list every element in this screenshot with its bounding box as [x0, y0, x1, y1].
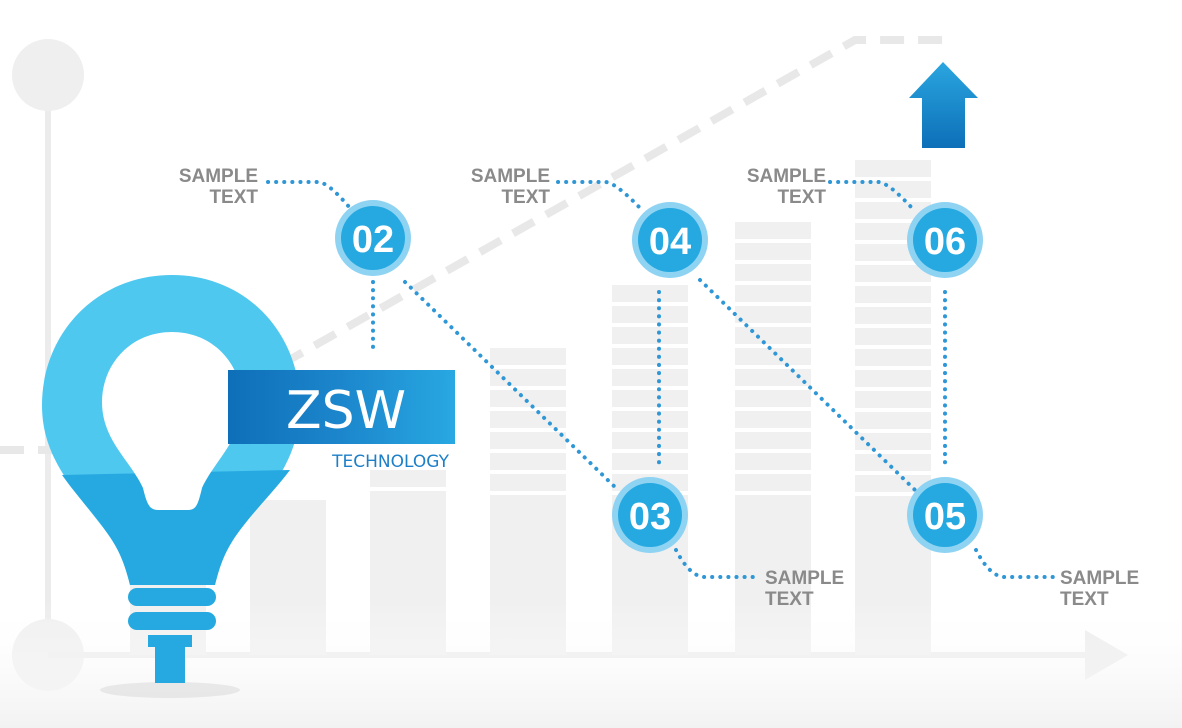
light-bulb-icon	[42, 275, 300, 698]
step-label-04: SAMPLE TEXT	[471, 166, 551, 208]
step-badge-04: 04	[632, 202, 708, 278]
svg-text:03: 03	[629, 496, 671, 538]
svg-text:TEXT: TEXT	[777, 187, 826, 208]
svg-text:TEXT: TEXT	[765, 589, 814, 610]
step-badge-06: 06	[907, 202, 983, 278]
svg-text:SAMPLE: SAMPLE	[1060, 568, 1139, 589]
brand-tagline: TECHNOLOGY	[331, 452, 449, 472]
up-arrow-icon	[909, 62, 978, 148]
svg-text:SAMPLE: SAMPLE	[471, 166, 550, 187]
step-label-03: SAMPLE TEXT	[765, 568, 844, 610]
step-label-05: SAMPLE TEXT	[1060, 568, 1139, 610]
svg-text:02: 02	[352, 219, 394, 261]
bar-column	[612, 285, 688, 655]
svg-text:SAMPLE: SAMPLE	[179, 166, 258, 187]
svg-text:TEXT: TEXT	[501, 187, 550, 208]
svg-text:TEXT: TEXT	[1060, 589, 1109, 610]
svg-text:SAMPLE: SAMPLE	[765, 568, 844, 589]
brand-logo: ZSW TECHNOLOGY	[228, 370, 455, 472]
svg-text:05: 05	[924, 496, 966, 538]
connectors	[266, 180, 1057, 579]
step-label-02: SAMPLE TEXT	[179, 166, 259, 208]
svg-text:04: 04	[649, 221, 691, 263]
step-label-06: SAMPLE TEXT	[747, 166, 827, 208]
svg-text:SAMPLE: SAMPLE	[747, 166, 826, 187]
step-badge-05: 05	[907, 477, 983, 553]
svg-text:06: 06	[924, 221, 966, 263]
step-badge-02: 02	[335, 200, 411, 276]
brand-name: ZSW	[286, 381, 406, 441]
step-badge-03: 03	[612, 477, 688, 553]
svg-text:TEXT: TEXT	[209, 187, 258, 208]
trend-line	[0, 36, 955, 454]
